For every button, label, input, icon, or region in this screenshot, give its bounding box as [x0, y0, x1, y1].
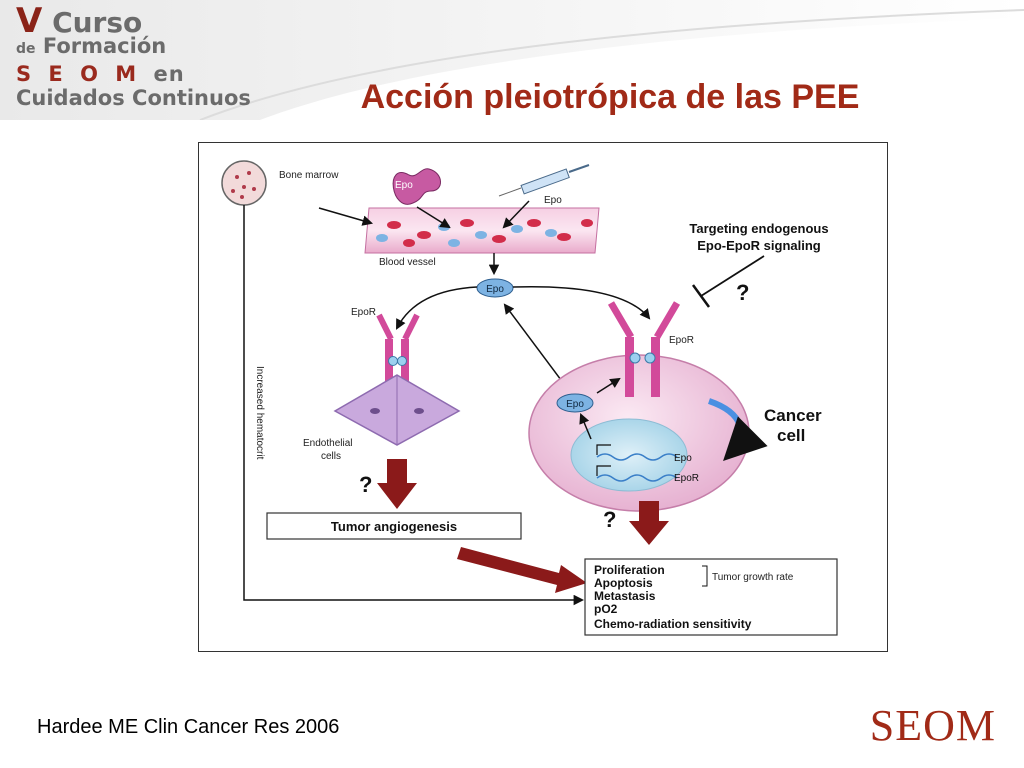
endothelial-label-1: Endothelial	[303, 438, 352, 449]
left-epor-receptor	[376, 313, 420, 383]
tumor-angiogenesis-label: Tumor angiogenesis	[331, 519, 457, 534]
outcome-proliferation: Proliferation	[594, 563, 665, 577]
right-epor-label: EpoR	[669, 335, 694, 346]
header-banner: V Curso de Formación S E O M en Cuidados…	[0, 0, 1024, 120]
circulating-epo-label: Epo	[486, 284, 504, 295]
kidney-epo-label: Epo	[395, 180, 413, 191]
citation: Hardee ME Clin Cancer Res 2006	[37, 716, 340, 738]
cancer-label-1: Cancer	[764, 406, 822, 425]
bone-marrow-label: Bone marrow	[279, 170, 339, 181]
epo-to-endothelial-arrow	[396, 286, 478, 330]
gene-transcripts: Epo EpoR	[596, 444, 699, 484]
cell-epo-label: Epo	[566, 399, 584, 410]
slide-title: Acción pleiotrópica de las PEE	[360, 78, 860, 116]
cancer-internal-arrow	[707, 398, 768, 461]
kidney-to-vessel-arrow	[416, 206, 451, 229]
hematocrit-arrow	[243, 205, 585, 606]
pleiotropic-diagram: Bone marrow Epo Epo	[198, 142, 888, 652]
cell-epo: Epo	[556, 393, 594, 413]
banner-swoosh	[0, 0, 1024, 120]
outcomes-box	[584, 558, 838, 636]
cancer-to-epo-arrow	[503, 303, 568, 389]
diagram-canvas: Bone marrow Epo Epo	[221, 160, 838, 636]
increased-hematocrit-label: Increased hematocrit	[254, 366, 265, 460]
outcome-po2: pO2	[594, 602, 618, 616]
endothelial-question-mark: ?	[359, 472, 372, 497]
logo-line-1: V Curso	[16, 1, 143, 41]
kidney-group: Epo	[392, 168, 441, 205]
syringe-group: Epo	[498, 164, 590, 206]
syringe-needle-icon	[498, 187, 522, 197]
targeting-line-2: Epo-EpoR signaling	[697, 238, 821, 253]
logo-line-3: S E O M en	[16, 62, 185, 86]
inhibition-bar	[691, 284, 711, 308]
bone-marrow-group: Bone marrow	[221, 160, 339, 206]
cell-epo-to-receptor-arrow	[596, 377, 621, 394]
inhibition-line	[700, 255, 765, 297]
nucleus-icon	[570, 418, 688, 492]
syringe-to-vessel-arrow	[502, 200, 530, 229]
syringe-icon	[520, 168, 570, 195]
outcome-metastasis: Metastasis	[594, 589, 656, 603]
circulating-epo: Epo	[476, 278, 514, 298]
outcome-apoptosis: Apoptosis	[594, 576, 653, 590]
blood-vessel-icon	[364, 207, 600, 254]
targeting-line-1: Targeting endogenous	[689, 221, 828, 236]
endothelial-label-2: cells	[321, 451, 341, 462]
gene-epo-label: Epo	[674, 453, 692, 464]
tumor-angiogenesis-box	[266, 512, 522, 540]
growth-rate-bracket	[702, 565, 708, 587]
blood-vessel-group: Blood vessel	[364, 207, 600, 268]
right-epor-receptor	[607, 301, 681, 397]
tumor-growth-rate-label: Tumor growth rate	[712, 572, 794, 583]
left-epor-label: EpoR	[351, 307, 376, 318]
cancer-question-mark: ?	[603, 507, 616, 532]
logo-line-4: Cuidados Continuos	[16, 86, 251, 110]
gene-to-epo-arrow	[579, 413, 592, 440]
angiogenesis-to-outcomes-arrow	[457, 547, 587, 593]
cancer-label-2: cell	[777, 426, 805, 445]
cancer-down-arrow	[629, 501, 669, 545]
targeting-question-mark: ?	[736, 280, 749, 305]
marrow-to-vessel-arrow	[318, 207, 374, 226]
endothelial-down-arrow	[377, 459, 417, 509]
blood-vessel-label: Blood vessel	[379, 257, 436, 268]
outcome-chemo-radiation: Chemo-radiation sensitivity	[594, 617, 752, 631]
kidney-icon	[392, 168, 441, 205]
seom-brand-logo: SEOM	[869, 701, 996, 750]
bone-marrow-icon	[221, 160, 267, 206]
syringe-epo-label: Epo	[544, 195, 562, 206]
gene-epor-label: EpoR	[674, 473, 699, 484]
logo-line-2: de Formación	[16, 34, 167, 58]
epo-to-cancer-arrow	[512, 285, 651, 320]
